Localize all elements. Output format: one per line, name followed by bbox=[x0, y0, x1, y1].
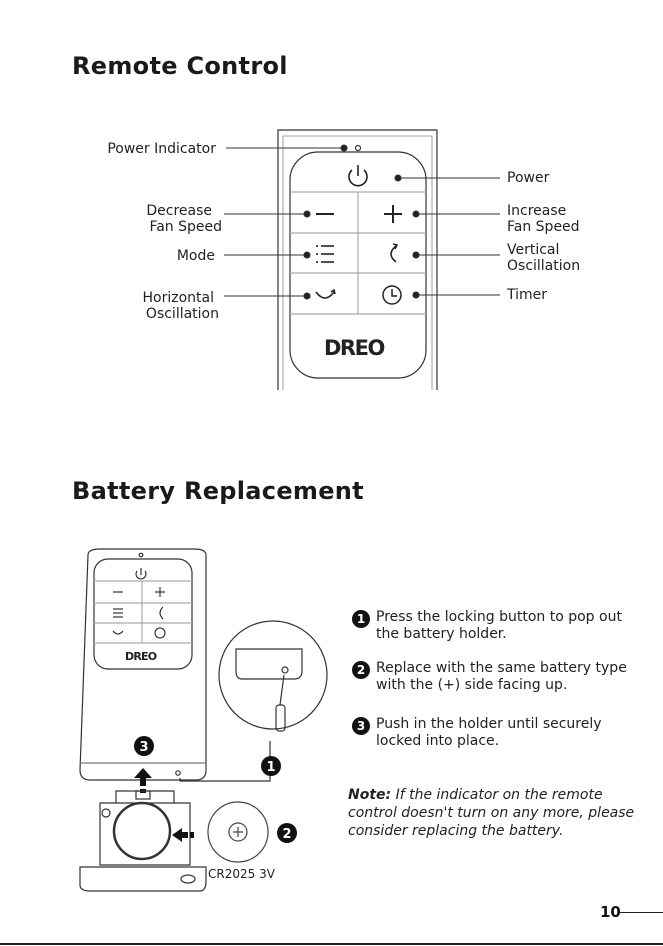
battery-replacement-heading: Battery Replacement bbox=[72, 477, 364, 505]
callout-2: 2 bbox=[277, 823, 297, 843]
plus-icon bbox=[384, 205, 402, 223]
increase-label-line1: Increase bbox=[507, 203, 567, 219]
remote-control-diagram: DREO bbox=[224, 129, 500, 390]
vertical-label-line1: Vertical bbox=[507, 242, 560, 258]
remote-control-heading: Remote Control bbox=[72, 52, 288, 80]
coin-battery bbox=[207, 801, 269, 863]
decrease-label-line1: Decrease bbox=[146, 203, 212, 219]
vertical-oscillation-icon bbox=[390, 243, 399, 263]
decrease-label-line2: Fan Speed bbox=[149, 219, 222, 235]
increase-label-line2: Fan Speed bbox=[507, 219, 580, 235]
timer-clock-icon bbox=[382, 285, 402, 305]
note-label: Note: bbox=[348, 787, 392, 803]
power-label: Power bbox=[507, 170, 550, 186]
insert-battery-arrow bbox=[172, 828, 194, 842]
step-3-text: Push in the holder until securely locked… bbox=[376, 716, 602, 749]
mode-list-icon bbox=[316, 245, 334, 263]
step-2-number: 2 bbox=[352, 661, 370, 679]
dreo-logo: DREO bbox=[324, 336, 384, 360]
mode-label: Mode bbox=[176, 248, 215, 264]
svg-text:2: 2 bbox=[282, 827, 291, 842]
step-2-text: Replace with the same battery type with … bbox=[376, 660, 627, 693]
horizontal-label-line2: Oscillation bbox=[145, 306, 219, 322]
battery-diagram: DREO 3 1 bbox=[79, 548, 328, 892]
step-1-number: 1 bbox=[352, 610, 370, 628]
battery-type-label: CR2025 3V bbox=[208, 867, 276, 881]
vertical-label-line2: Oscillation bbox=[507, 258, 581, 274]
locking-button-zoom bbox=[179, 620, 328, 782]
callout-1: 1 bbox=[261, 756, 281, 776]
page-number-rule bbox=[618, 912, 663, 913]
small-dreo-logo: DREO bbox=[125, 650, 157, 663]
timer-label: Timer bbox=[507, 287, 548, 303]
step-1-text: Press the locking button to pop out the … bbox=[376, 609, 622, 642]
page-number: 10 bbox=[600, 903, 621, 921]
remote-illustration bbox=[277, 129, 438, 390]
power-indicator-label: Power Indicator bbox=[107, 141, 216, 157]
note-text: If the indicator on the remote control d… bbox=[348, 787, 635, 839]
step-3-number: 3 bbox=[352, 717, 370, 735]
note-block: Note: If the indicator on the remote con… bbox=[348, 786, 638, 840]
svg-text:1: 1 bbox=[266, 760, 275, 775]
horizontal-oscillation-icon bbox=[315, 288, 336, 299]
leader-lines bbox=[224, 144, 500, 300]
power-icon bbox=[348, 165, 368, 187]
battery-holder-tray bbox=[79, 790, 207, 892]
small-remote-illustration bbox=[79, 548, 207, 781]
callout-3: 3 bbox=[134, 736, 154, 756]
svg-text:3: 3 bbox=[139, 740, 148, 755]
horizontal-label-line1: Horizontal bbox=[142, 290, 214, 306]
small-remote-button-icons bbox=[112, 568, 166, 639]
bottom-border bbox=[0, 943, 663, 945]
